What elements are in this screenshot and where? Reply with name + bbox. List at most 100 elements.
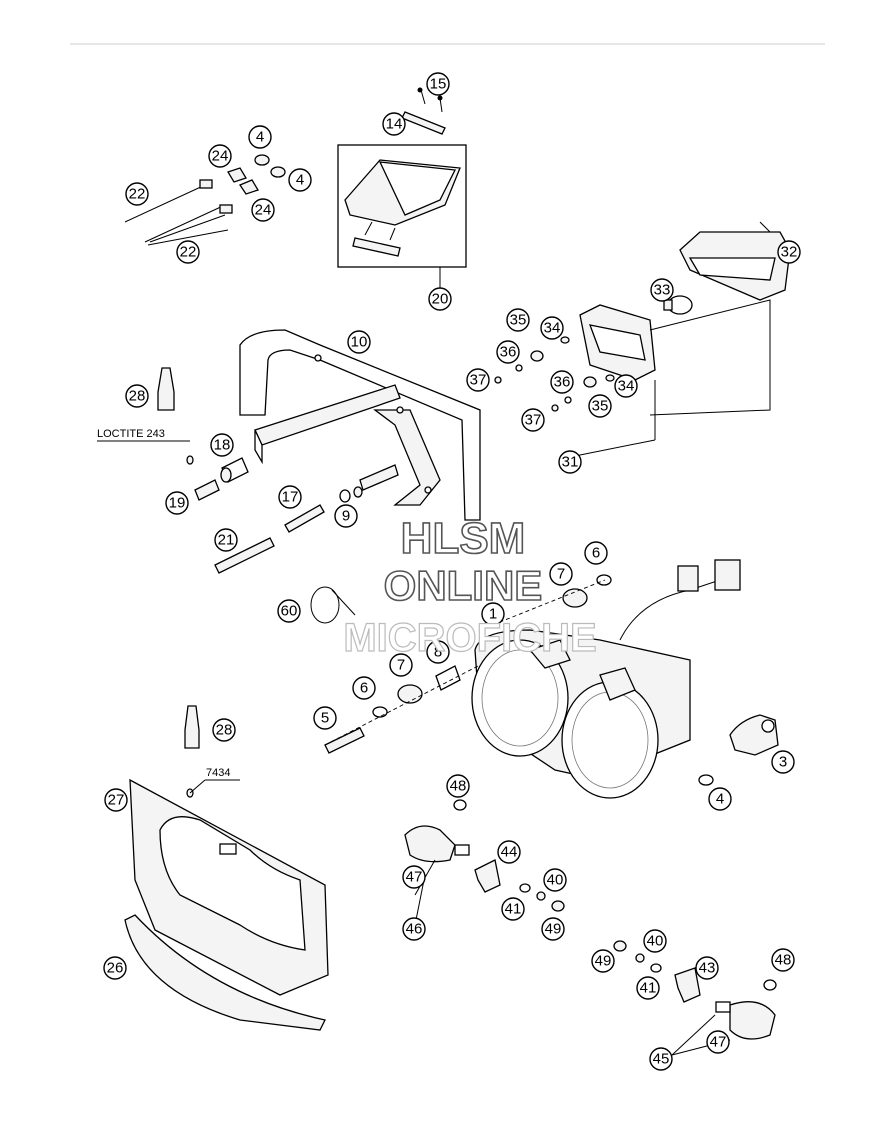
svg-text:15: 15 <box>430 76 447 93</box>
callout-21[interactable]: 21 <box>214 528 238 552</box>
callout-34[interactable]: 34 <box>540 316 564 340</box>
callout-4[interactable]: 4 <box>708 787 732 811</box>
svg-text:10: 10 <box>351 334 368 351</box>
callout-26[interactable]: 26 <box>103 956 127 980</box>
callout-48[interactable]: 48 <box>446 774 470 798</box>
part-grommets-washers <box>324 574 612 754</box>
part-3-h4-bulb <box>729 714 779 756</box>
callout-4[interactable]: 4 <box>248 125 272 149</box>
callout-40[interactable]: 40 <box>643 929 667 953</box>
callout-46[interactable]: 46 <box>402 917 426 941</box>
callout-8[interactable]: 8 <box>426 640 450 664</box>
svg-text:48: 48 <box>775 952 792 969</box>
callout-49[interactable]: 49 <box>591 949 615 973</box>
svg-text:47: 47 <box>406 869 423 886</box>
callout-20[interactable]: 20 <box>428 287 452 311</box>
svg-text:36: 36 <box>500 344 517 361</box>
callout-1[interactable]: 1 <box>481 602 505 626</box>
svg-text:34: 34 <box>544 320 561 337</box>
svg-text:7: 7 <box>557 566 565 583</box>
callout-27[interactable]: 27 <box>104 788 128 812</box>
svg-text:1: 1 <box>489 606 497 623</box>
svg-text:9: 9 <box>342 508 350 525</box>
svg-text:22: 22 <box>180 244 197 261</box>
part-tail-hardware <box>494 336 615 412</box>
callout-48[interactable]: 48 <box>771 948 795 972</box>
callout-34[interactable]: 34 <box>614 374 638 398</box>
svg-text:48: 48 <box>450 778 467 795</box>
callout-40[interactable]: 40 <box>543 868 567 892</box>
svg-text:21: 21 <box>218 532 235 549</box>
callout-31[interactable]: 31 <box>558 450 582 474</box>
loctite-label: LOCTITE 243 <box>97 428 165 440</box>
svg-text:44: 44 <box>501 844 518 861</box>
svg-text:35: 35 <box>592 398 609 415</box>
svg-text:24: 24 <box>212 148 229 165</box>
callout-17[interactable]: 17 <box>278 485 302 509</box>
svg-text:47: 47 <box>710 1034 727 1051</box>
callout-35[interactable]: 35 <box>588 394 612 418</box>
svg-text:7: 7 <box>397 657 405 674</box>
svg-text:14: 14 <box>386 116 403 133</box>
svg-text:37: 37 <box>470 372 487 389</box>
svg-text:4: 4 <box>296 172 304 189</box>
callout-24[interactable]: 24 <box>208 144 232 168</box>
callout-22[interactable]: 22 <box>125 182 149 206</box>
callout-6[interactable]: 6 <box>352 676 376 700</box>
svg-text:36: 36 <box>554 374 571 391</box>
callout-7[interactable]: 7 <box>549 562 573 586</box>
svg-text:22: 22 <box>129 186 146 203</box>
callout-44[interactable]: 44 <box>497 840 521 864</box>
callout-47[interactable]: 47 <box>402 865 426 889</box>
callout-19[interactable]: 19 <box>165 491 189 515</box>
callout-9[interactable]: 9 <box>334 504 358 528</box>
callout-15[interactable]: 15 <box>426 72 450 96</box>
part-28-adhesive-tubes <box>157 367 200 749</box>
part-26-foam <box>124 914 326 1031</box>
callout-33[interactable]: 33 <box>650 278 674 302</box>
watermark: HLSM ONLINE MICROFICHE <box>343 513 598 660</box>
callout-32[interactable]: 32 <box>777 240 801 264</box>
svg-text:6: 6 <box>360 680 368 697</box>
callout-4[interactable]: 4 <box>288 168 312 192</box>
callout-3[interactable]: 3 <box>771 750 795 774</box>
callout-7[interactable]: 7 <box>389 653 413 677</box>
callout-49[interactable]: 49 <box>541 917 565 941</box>
svg-text:40: 40 <box>547 872 564 889</box>
callout-35[interactable]: 35 <box>506 308 530 332</box>
callout-10[interactable]: 10 <box>347 330 371 354</box>
callout-60[interactable]: 60 <box>277 599 301 623</box>
svg-text:26: 26 <box>107 960 124 977</box>
callout-28[interactable]: 28 <box>212 718 236 742</box>
svg-text:34: 34 <box>618 378 635 395</box>
callout-43[interactable]: 43 <box>695 956 719 980</box>
svg-text:28: 28 <box>129 388 146 405</box>
callout-6[interactable]: 6 <box>584 541 608 565</box>
callout-37[interactable]: 37 <box>521 408 545 432</box>
callout-24[interactable]: 24 <box>251 198 275 222</box>
svg-text:24: 24 <box>255 202 272 219</box>
callout-41[interactable]: 41 <box>501 897 525 921</box>
svg-text:60: 60 <box>281 603 298 620</box>
callout-28[interactable]: 28 <box>125 384 149 408</box>
part-18-19-spacer-bolt <box>186 455 249 501</box>
callout-36[interactable]: 36 <box>550 370 574 394</box>
svg-text:17: 17 <box>282 489 299 506</box>
part-group-20-box <box>337 144 467 288</box>
svg-text:40: 40 <box>647 933 664 950</box>
part-10-frame <box>239 329 481 521</box>
callout-41[interactable]: 41 <box>636 976 660 1000</box>
callout-18[interactable]: 18 <box>210 433 234 457</box>
callout-14[interactable]: 14 <box>382 112 406 136</box>
callout-22[interactable]: 22 <box>176 240 200 264</box>
callout-45[interactable]: 45 <box>649 1047 673 1071</box>
callout-5[interactable]: 5 <box>313 706 337 730</box>
callout-47[interactable]: 47 <box>706 1030 730 1054</box>
callout-36[interactable]: 36 <box>496 340 520 364</box>
callout-37[interactable]: 37 <box>466 368 490 392</box>
svg-text:HLSM: HLSM <box>401 514 526 563</box>
glue-ref-label: 7434 <box>206 767 230 779</box>
leader-lines <box>97 267 731 1056</box>
svg-text:43: 43 <box>699 960 716 977</box>
